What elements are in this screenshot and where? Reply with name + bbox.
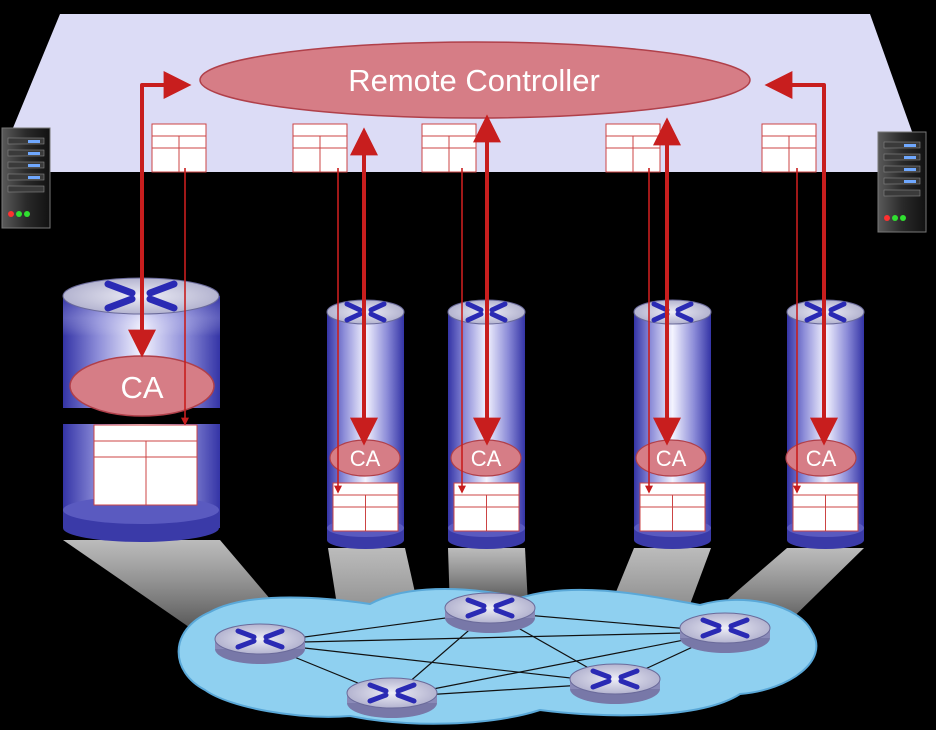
flow-table-icon <box>93 424 198 506</box>
flow-table-icon <box>761 123 817 173</box>
router-icon <box>214 623 306 664</box>
flow-table-icon <box>453 482 520 532</box>
router-icon <box>346 677 438 718</box>
ca-label: CA <box>471 446 502 471</box>
flow-table-icon <box>292 123 348 173</box>
ca-label: CA <box>120 370 163 405</box>
install-arrows <box>181 168 801 494</box>
control-agent: CA <box>450 439 522 477</box>
ca-label: CA <box>806 446 837 471</box>
flow-table-icon <box>421 123 477 173</box>
ca-label: CA <box>656 446 687 471</box>
flow-table-icon <box>792 482 859 532</box>
network-routers <box>214 592 771 718</box>
remote-controller: Remote Controller <box>199 41 751 119</box>
flow-table-icon <box>151 123 207 173</box>
router-tower-4: CA <box>633 299 712 549</box>
flow-table-icon <box>605 123 661 173</box>
router-icon <box>569 663 661 704</box>
control-agent: CA <box>69 355 215 417</box>
control-agent: CA <box>635 439 707 477</box>
router-icon <box>444 592 536 633</box>
server-icon <box>1 127 51 229</box>
router-icon <box>679 612 771 653</box>
arrow-controller-ca-5 <box>764 71 838 446</box>
remote-controller-label: Remote Controller <box>348 63 600 98</box>
control-agent: CA <box>329 439 401 477</box>
control-arrows <box>128 71 838 446</box>
server-icon <box>877 131 927 233</box>
flow-table-icon <box>332 482 399 532</box>
ca-label: CA <box>350 446 381 471</box>
arrow-controller-ca-1 <box>128 71 192 358</box>
